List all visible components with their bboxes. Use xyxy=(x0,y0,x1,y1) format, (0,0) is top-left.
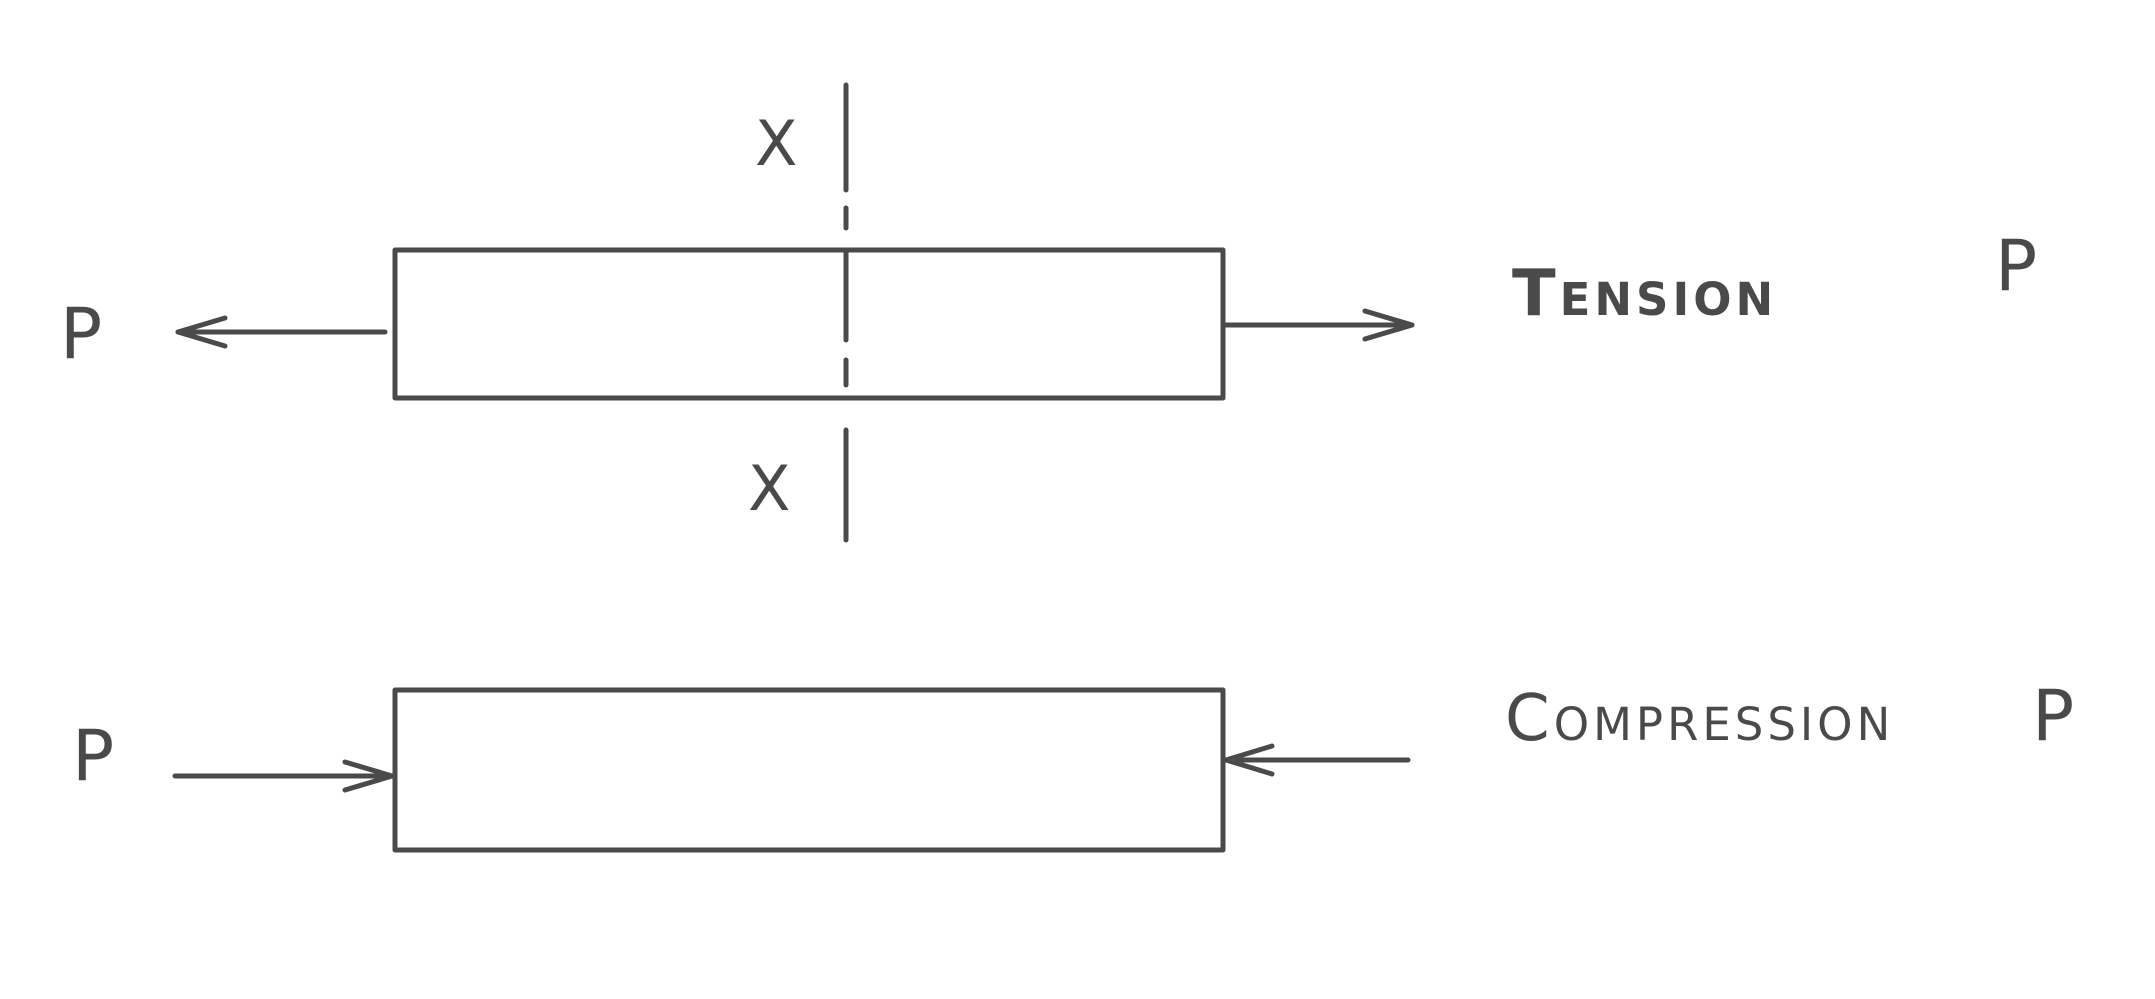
tension-left-arrow xyxy=(175,315,388,349)
compression-left-arrow xyxy=(172,759,395,793)
tension-bar xyxy=(392,247,1226,401)
tension-left-force-label: P xyxy=(60,293,102,375)
tension-right-arrow xyxy=(1220,308,1415,342)
tension-right-force-label: P xyxy=(1995,225,2037,307)
compression-right-arrow xyxy=(1223,743,1411,777)
compression-right-force-label: P xyxy=(2032,675,2074,757)
tension-label: Tension xyxy=(1512,257,1777,331)
section-label-bottom: X xyxy=(748,452,790,525)
compression-left-force-label: P xyxy=(72,715,114,797)
tension-member-group: P X X Tension P xyxy=(60,82,2037,543)
section-label-top: X xyxy=(755,107,797,180)
compression-member-group: P Compression P xyxy=(72,675,2074,853)
compression-bar xyxy=(392,687,1226,853)
compression-label: Compression xyxy=(1505,682,1894,756)
